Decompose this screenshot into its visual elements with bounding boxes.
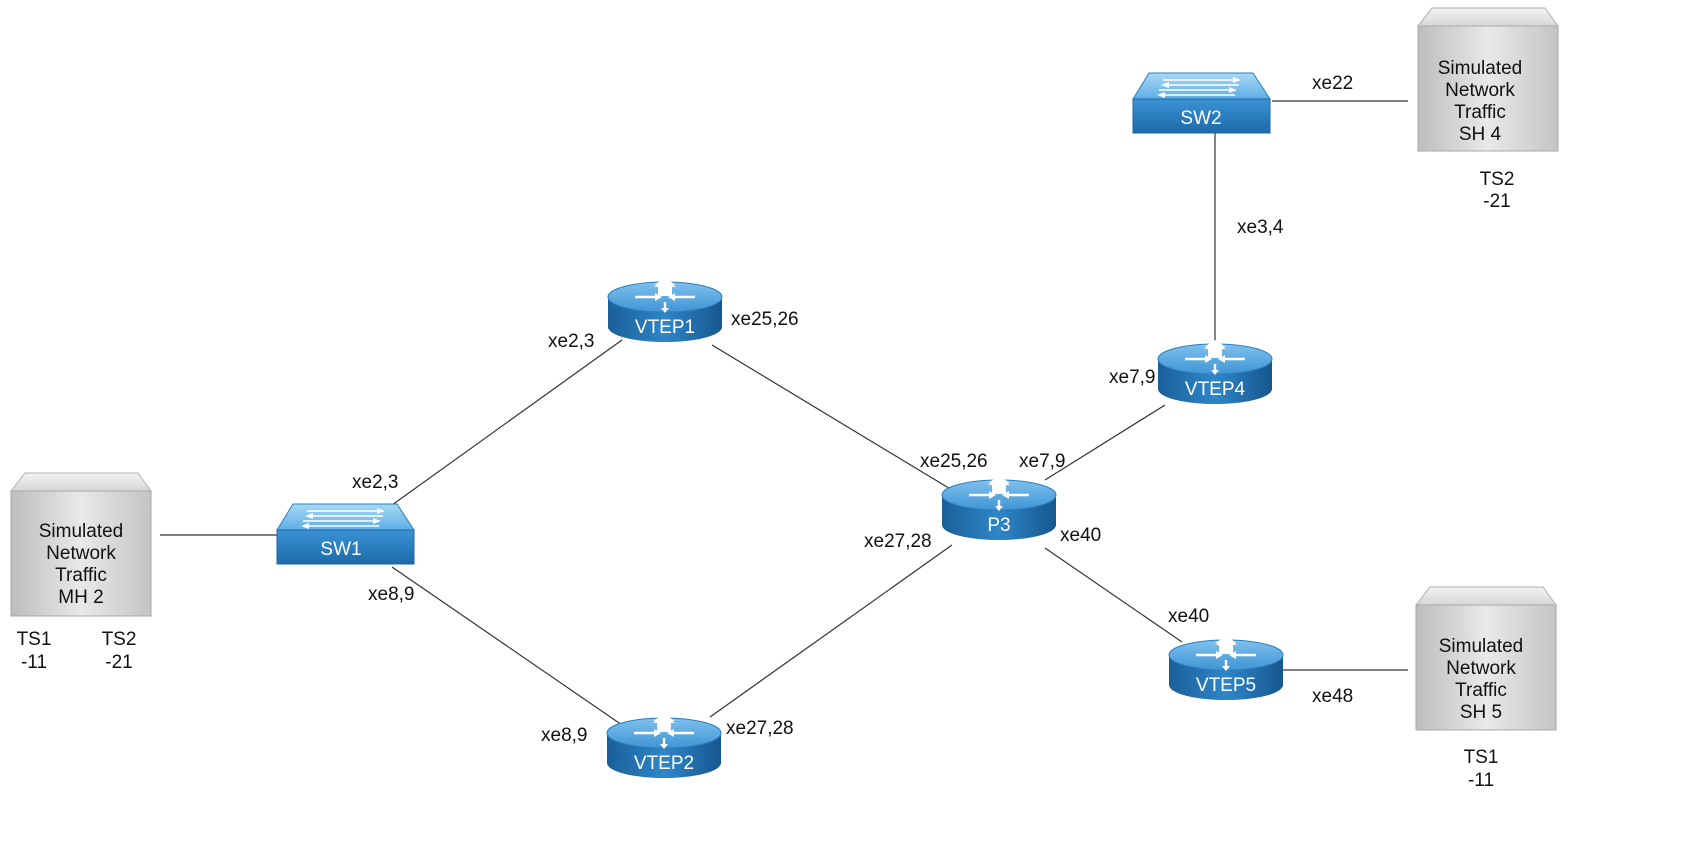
- host-sh4: Simulated Network Traffic SH 4: [1417, 7, 1559, 152]
- link-p3-vtep4: [1044, 404, 1166, 481]
- host-mh2-line2: Network: [46, 543, 116, 564]
- host-mh2-line4: MH 2: [58, 587, 103, 608]
- port-label-p3-vtep2: xe27,28: [864, 531, 932, 552]
- sh5-ts1-value: -11: [1468, 770, 1494, 791]
- switch-sw1-label: SW1: [320, 539, 361, 560]
- port-label-vtep1-left: xe2,3: [548, 331, 594, 352]
- host-sh5-line4: SH 5: [1460, 702, 1502, 723]
- link-p3-vtep5: [1044, 547, 1183, 643]
- link-vtep1-p3: [711, 344, 953, 491]
- links: [160, 100, 1408, 726]
- mh2-ts1-value: -11: [21, 652, 47, 673]
- port-label-sw1-down: xe8,9: [368, 584, 414, 605]
- port-label-p3-vtep4: xe7,9: [1019, 451, 1065, 472]
- router-vtep4-label: VTEP4: [1185, 379, 1246, 400]
- link-sw1-vtep2: [391, 566, 623, 726]
- port-label-p3-vtep5: xe40: [1060, 525, 1101, 546]
- port-label-sw1-up: xe2,3: [352, 472, 398, 493]
- router-vtep4: VTEP4: [1156, 338, 1274, 406]
- host-sh4-line2: Network: [1445, 80, 1515, 101]
- mh2-ts2-label: TS2: [102, 629, 137, 650]
- router-vtep5-label: VTEP5: [1196, 675, 1256, 696]
- host-sh5-line3: Traffic: [1455, 680, 1507, 701]
- port-label-vtep2-left: xe8,9: [541, 725, 587, 746]
- router-vtep5: VTEP5: [1167, 634, 1285, 702]
- sh5-ts1-label: TS1: [1464, 747, 1499, 768]
- mh2-ts1-label: TS1: [17, 629, 52, 650]
- host-sh5-line1: Simulated: [1439, 636, 1524, 657]
- sh4-ts2-value: -21: [1483, 191, 1510, 212]
- port-label-vtep5-sh5: xe48: [1312, 686, 1353, 707]
- host-sh4-line1: Simulated: [1438, 58, 1523, 79]
- host-mh2-line3: Traffic: [55, 565, 107, 586]
- host-mh2-line1: Simulated: [39, 521, 124, 542]
- host-mh2: Simulated Network Traffic MH 2: [10, 472, 152, 617]
- port-labels: xe2,3 xe8,9 xe2,3 xe25,26 xe8,9 xe27,28 …: [352, 73, 1353, 746]
- port-label-sw2-vtep4: xe3,4: [1237, 217, 1284, 238]
- router-vtep2-label: VTEP2: [634, 753, 694, 774]
- switch-sw1: SW1: [276, 503, 415, 565]
- port-label-p3-vtep1: xe25,26: [920, 451, 988, 472]
- switch-sw2: SW2: [1132, 72, 1271, 134]
- port-label-vtep4-p3: xe7,9: [1109, 367, 1155, 388]
- host-sh4-line3: Traffic: [1454, 102, 1506, 123]
- host-sh5: Simulated Network Traffic SH 5: [1415, 586, 1557, 731]
- router-vtep1: VTEP1: [606, 276, 724, 344]
- host-sh5-line2: Network: [1446, 658, 1516, 679]
- port-label-vtep5-p3: xe40: [1168, 606, 1209, 627]
- router-vtep1-label: VTEP1: [635, 317, 695, 338]
- router-p3: P3: [940, 474, 1058, 542]
- link-vtep2-p3: [709, 544, 953, 718]
- host-sh4-line4: SH 4: [1459, 124, 1502, 145]
- router-p3-label: P3: [987, 515, 1010, 536]
- port-label-vtep1-right: xe25,26: [731, 309, 799, 330]
- sh4-ts2-label: TS2: [1480, 169, 1515, 190]
- link-sw1-vtep1: [391, 339, 623, 506]
- switch-sw2-label: SW2: [1180, 108, 1221, 129]
- port-label-vtep2-right: xe27,28: [726, 718, 794, 739]
- mh2-ts2-value: -21: [105, 652, 132, 673]
- router-vtep2: VTEP2: [605, 712, 723, 780]
- port-label-sw2-sh4: xe22: [1312, 73, 1353, 94]
